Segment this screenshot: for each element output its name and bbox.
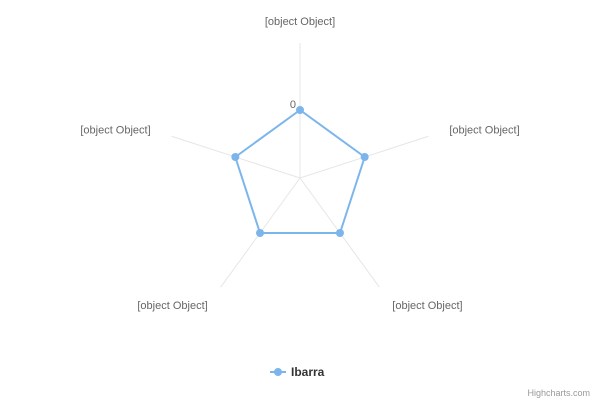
series-line-0[interactable]: [234, 109, 366, 234]
data-point-0-0[interactable]: [296, 106, 304, 114]
series-layer: [231, 106, 369, 238]
grid-lines: [171, 43, 429, 288]
legend-label: Ibarra: [291, 365, 325, 379]
category-label-3: [object Object]: [137, 300, 207, 312]
data-point-0-1[interactable]: [360, 152, 369, 161]
category-labels: [object Object] [object Object] [object Ob…: [80, 16, 519, 312]
credits-text[interactable]: Highcharts.com: [527, 388, 590, 398]
data-point-0-4[interactable]: [231, 152, 240, 161]
data-point-0-3[interactable]: [256, 229, 265, 238]
category-label-2: [object Object]: [392, 300, 462, 312]
category-label-4: [object Object]: [80, 124, 150, 136]
category-label-0: [object Object]: [265, 16, 335, 28]
category-label-1: [object Object]: [449, 124, 519, 136]
tick-labels: 0: [290, 99, 296, 111]
data-point-0-2[interactable]: [335, 229, 344, 238]
y-tick-label-0: 0: [290, 99, 296, 111]
legend[interactable]: Ibarra: [270, 365, 325, 379]
legend-marker-icon: [274, 368, 282, 376]
legend-item-0[interactable]: Ibarra: [270, 365, 325, 379]
